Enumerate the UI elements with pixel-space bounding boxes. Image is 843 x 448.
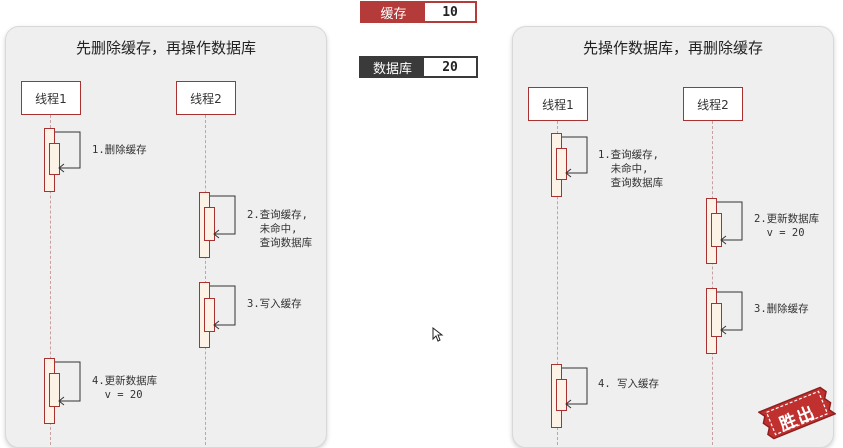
right-sequence-panel: 先操作数据库，再删除缓存 线程1 线程2 1.查询缓存, 未命中, 查询数据库 … [512,26,834,448]
right-step2-self-arrow [717,201,743,245]
right-step3-inner-activation [711,303,722,337]
cache-value: 10 [425,3,475,21]
cache-label: 缓存 [362,3,426,22]
left-step1-self-arrow [55,131,81,173]
right-step2-inner-activation [711,213,722,247]
left-step4-inner-activation [49,373,60,407]
right-panel-title: 先操作数据库，再删除缓存 [582,39,763,57]
database-value-box: 数据库 20 [359,56,478,78]
left-panel-title: 先删除缓存，再操作数据库 [75,39,256,57]
stamp-badge-icon [758,386,836,440]
left-step3-note: 3.写入缓存 [247,298,302,310]
right-step4-note: 4. 写入缓存 [598,378,659,390]
right-thread1-lifeline [557,121,558,445]
cache-value-box: 缓存 10 [360,1,477,23]
left-thread2-lifeline [205,115,206,445]
left-thread1-lifeline [50,115,51,445]
right-step1-inner-activation [556,148,567,180]
left-step1-note: 1.删除缓存 [92,144,147,156]
right-step2-note: 2.更新数据库 v = 20 [754,213,820,239]
right-step4-inner-activation [556,379,567,411]
left-step2-note: 2.查询缓存, 未命中, 查询数据库 [247,209,313,249]
right-step1-note: 1.查询缓存, 未命中, 查询数据库 [598,149,664,189]
left-step3-self-arrow [210,285,236,330]
database-label: 数据库 [361,58,425,77]
right-step1-self-arrow [562,136,588,178]
left-sequence-panel: 先删除缓存，再操作数据库 线程1 线程2 1.删除缓存 2.查询缓存, 未命中,… [5,26,327,448]
right-step3-self-arrow [717,291,743,335]
right-thread2-actor: 线程2 [683,87,743,121]
left-step3-inner-activation [204,298,215,332]
left-step4-self-arrow [55,361,81,406]
left-step1-inner-activation [49,143,60,175]
left-thread2-actor: 线程2 [176,81,236,115]
winner-stamp: 胜出 [758,382,836,444]
right-step4-self-arrow [562,367,588,409]
right-thread2-lifeline [712,121,713,445]
left-step4-note: 4.更新数据库 v = 20 [92,375,158,401]
left-step2-inner-activation [204,207,215,241]
left-thread1-actor: 线程1 [21,81,81,115]
database-value: 20 [424,58,476,76]
right-thread1-actor: 线程1 [528,87,588,121]
right-step3-note: 3.删除缓存 [754,303,809,315]
left-step2-self-arrow [210,195,236,239]
mouse-cursor-icon [432,327,444,342]
